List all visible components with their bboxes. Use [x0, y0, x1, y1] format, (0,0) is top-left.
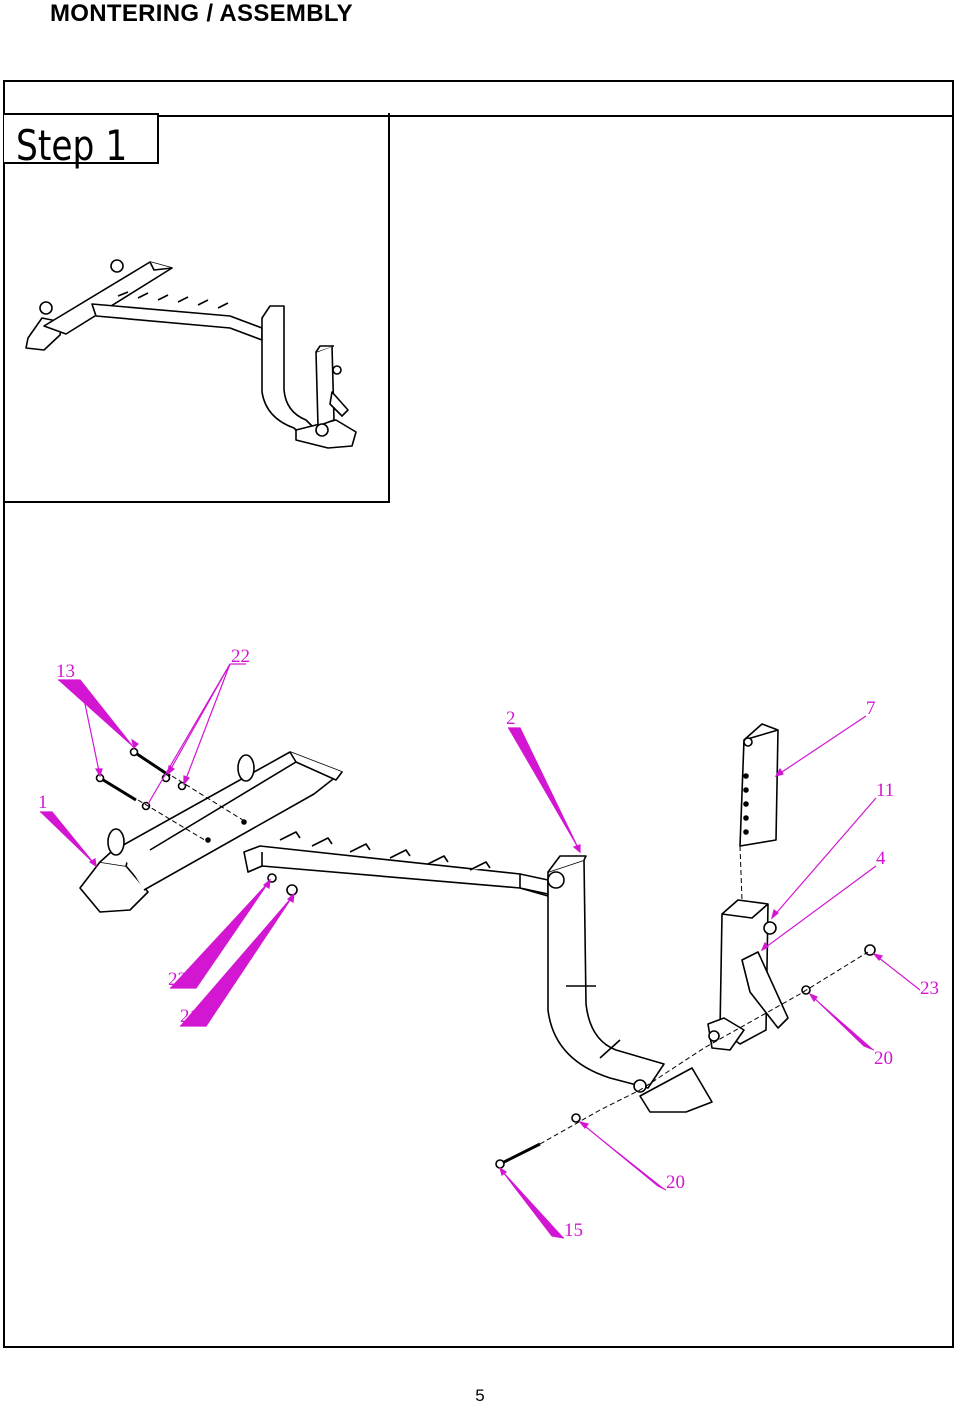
- callout-21: 21: [180, 1006, 199, 1027]
- page-title: MONTERING / ASSEMBLY: [50, 0, 353, 27]
- callout-22-bottom: 22: [168, 969, 187, 990]
- step-label: Step 1: [16, 121, 128, 170]
- part-2-main-frame: [243, 831, 713, 1113]
- part-4-upright: [707, 899, 789, 1051]
- step-label-box: Step 1: [4, 113, 159, 170]
- page-number: 5: [475, 1386, 485, 1405]
- assembled-preview-panel: [4, 113, 390, 503]
- callout-23: 23: [920, 978, 939, 999]
- part-1-front-base: [79, 751, 343, 913]
- callout-2: 2: [506, 708, 516, 729]
- callout-15: 15: [564, 1220, 583, 1241]
- assembled-bench-preview: [25, 259, 357, 449]
- callout-11: 11: [876, 780, 894, 801]
- callout-leaders: [40, 663, 921, 1239]
- exploded-parts: [79, 723, 876, 1169]
- callout-numbers: 13 22 2 7 11 1 4 23 22 21 20 20 15: [38, 646, 939, 1241]
- fasteners: [95, 747, 876, 1169]
- callout-7: 7: [866, 698, 876, 719]
- callout-1: 1: [38, 792, 48, 813]
- callout-20-bottom: 20: [666, 1172, 685, 1193]
- assembly-frame: [3, 80, 954, 1348]
- alignment-lines: [137, 775, 869, 1145]
- callout-22-top: 22: [231, 646, 250, 667]
- callout-4: 4: [876, 848, 886, 869]
- part-7-adjustment-tube: [739, 723, 779, 847]
- callout-20-right: 20: [874, 1048, 893, 1069]
- callout-13: 13: [56, 661, 75, 682]
- frame-header-band: [5, 82, 952, 117]
